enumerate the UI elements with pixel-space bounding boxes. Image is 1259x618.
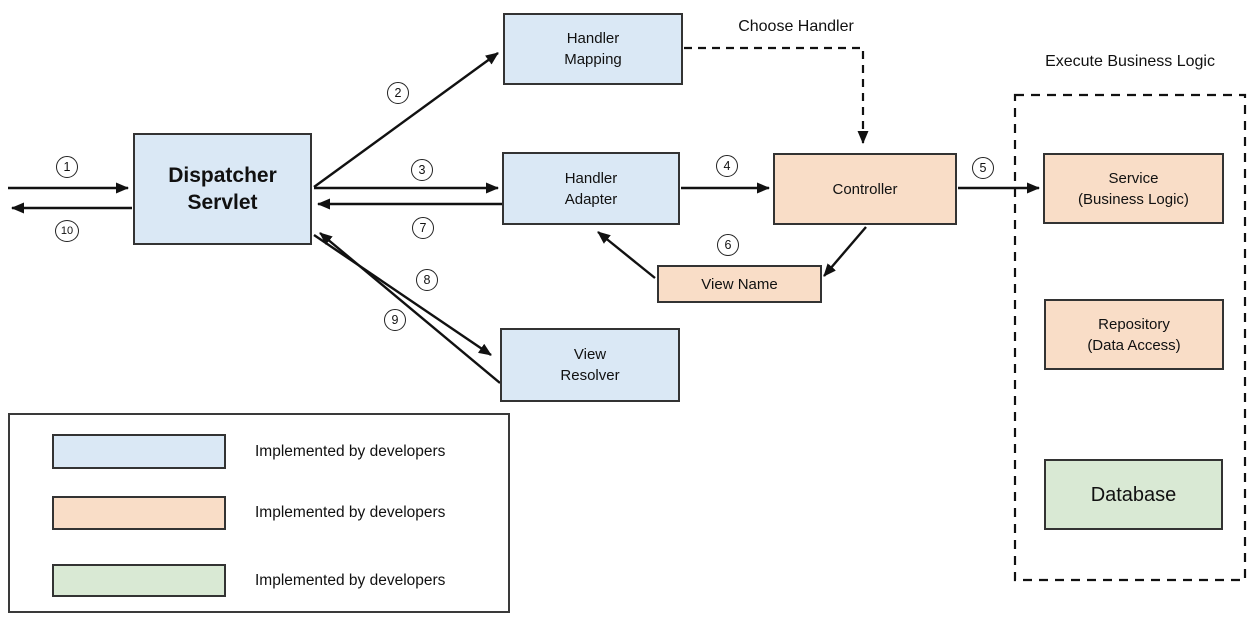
step-badge-4: 4: [716, 155, 738, 177]
view-name-box: View Name: [657, 265, 822, 303]
repository-label: Repository (Data Access): [1087, 315, 1181, 354]
dispatcher-servlet-box: Dispatcher Servlet: [133, 133, 312, 245]
legend-box: Implemented by developers Implemented by…: [8, 413, 510, 613]
view-name-label: View Name: [701, 275, 778, 293]
view-resolver-box: View Resolver: [500, 328, 680, 402]
step-badge-10: 10: [55, 220, 79, 242]
arrow-step-8: [313, 234, 492, 356]
legend-label-blue: Implemented by developers: [255, 442, 446, 460]
controller-label: Controller: [832, 180, 898, 198]
choose-handler-note: Choose Handler: [738, 18, 854, 35]
legend-swatch-blue: [52, 434, 226, 469]
view-resolver-label: View Resolver: [560, 346, 620, 384]
database-box: Database: [1044, 459, 1223, 530]
controller-box: Controller: [773, 153, 957, 225]
handler-adapter-box: Handler Adapter: [502, 152, 680, 225]
step-badge-8: 8: [416, 269, 438, 291]
execute-business-logic-note: Execute Business Logic: [1045, 53, 1215, 70]
handler-mapping-label: Handler Mapping: [564, 30, 622, 68]
arrow-step-9: [319, 232, 501, 384]
arrow-controller-to-viewname: [823, 226, 867, 277]
repository-box: Repository (Data Access): [1044, 299, 1224, 370]
step-badge-1: 1: [56, 156, 78, 178]
legend-swatch-green: [52, 564, 226, 597]
dispatcher-servlet-label: Dispatcher Servlet: [168, 163, 277, 214]
arrow-step-2: [313, 52, 499, 188]
database-label: Database: [1090, 483, 1177, 506]
service-label: Service (Business Logic): [1078, 169, 1189, 208]
arrow-step-6: [597, 231, 656, 279]
choose-handler-dashed-arrow: [684, 46, 869, 144]
execute-region-dashed-border: [1013, 93, 1247, 582]
handler-mapping-box: Handler Mapping: [503, 13, 683, 85]
step-badge-7: 7: [412, 217, 434, 239]
legend-swatch-peach: [52, 496, 226, 530]
legend-label-peach: Implemented by developers: [255, 504, 446, 521]
step-badge-2: 2: [387, 82, 409, 104]
step-badge-6: 6: [717, 234, 739, 256]
step-badge-3: 3: [411, 159, 433, 181]
handler-adapter-label: Handler Adapter: [564, 169, 618, 208]
legend-label-green: Implemented by developers: [255, 571, 446, 589]
step-badge-9: 9: [384, 309, 406, 331]
step-badge-5: 5: [972, 157, 994, 179]
service-box: Service (Business Logic): [1043, 153, 1224, 224]
